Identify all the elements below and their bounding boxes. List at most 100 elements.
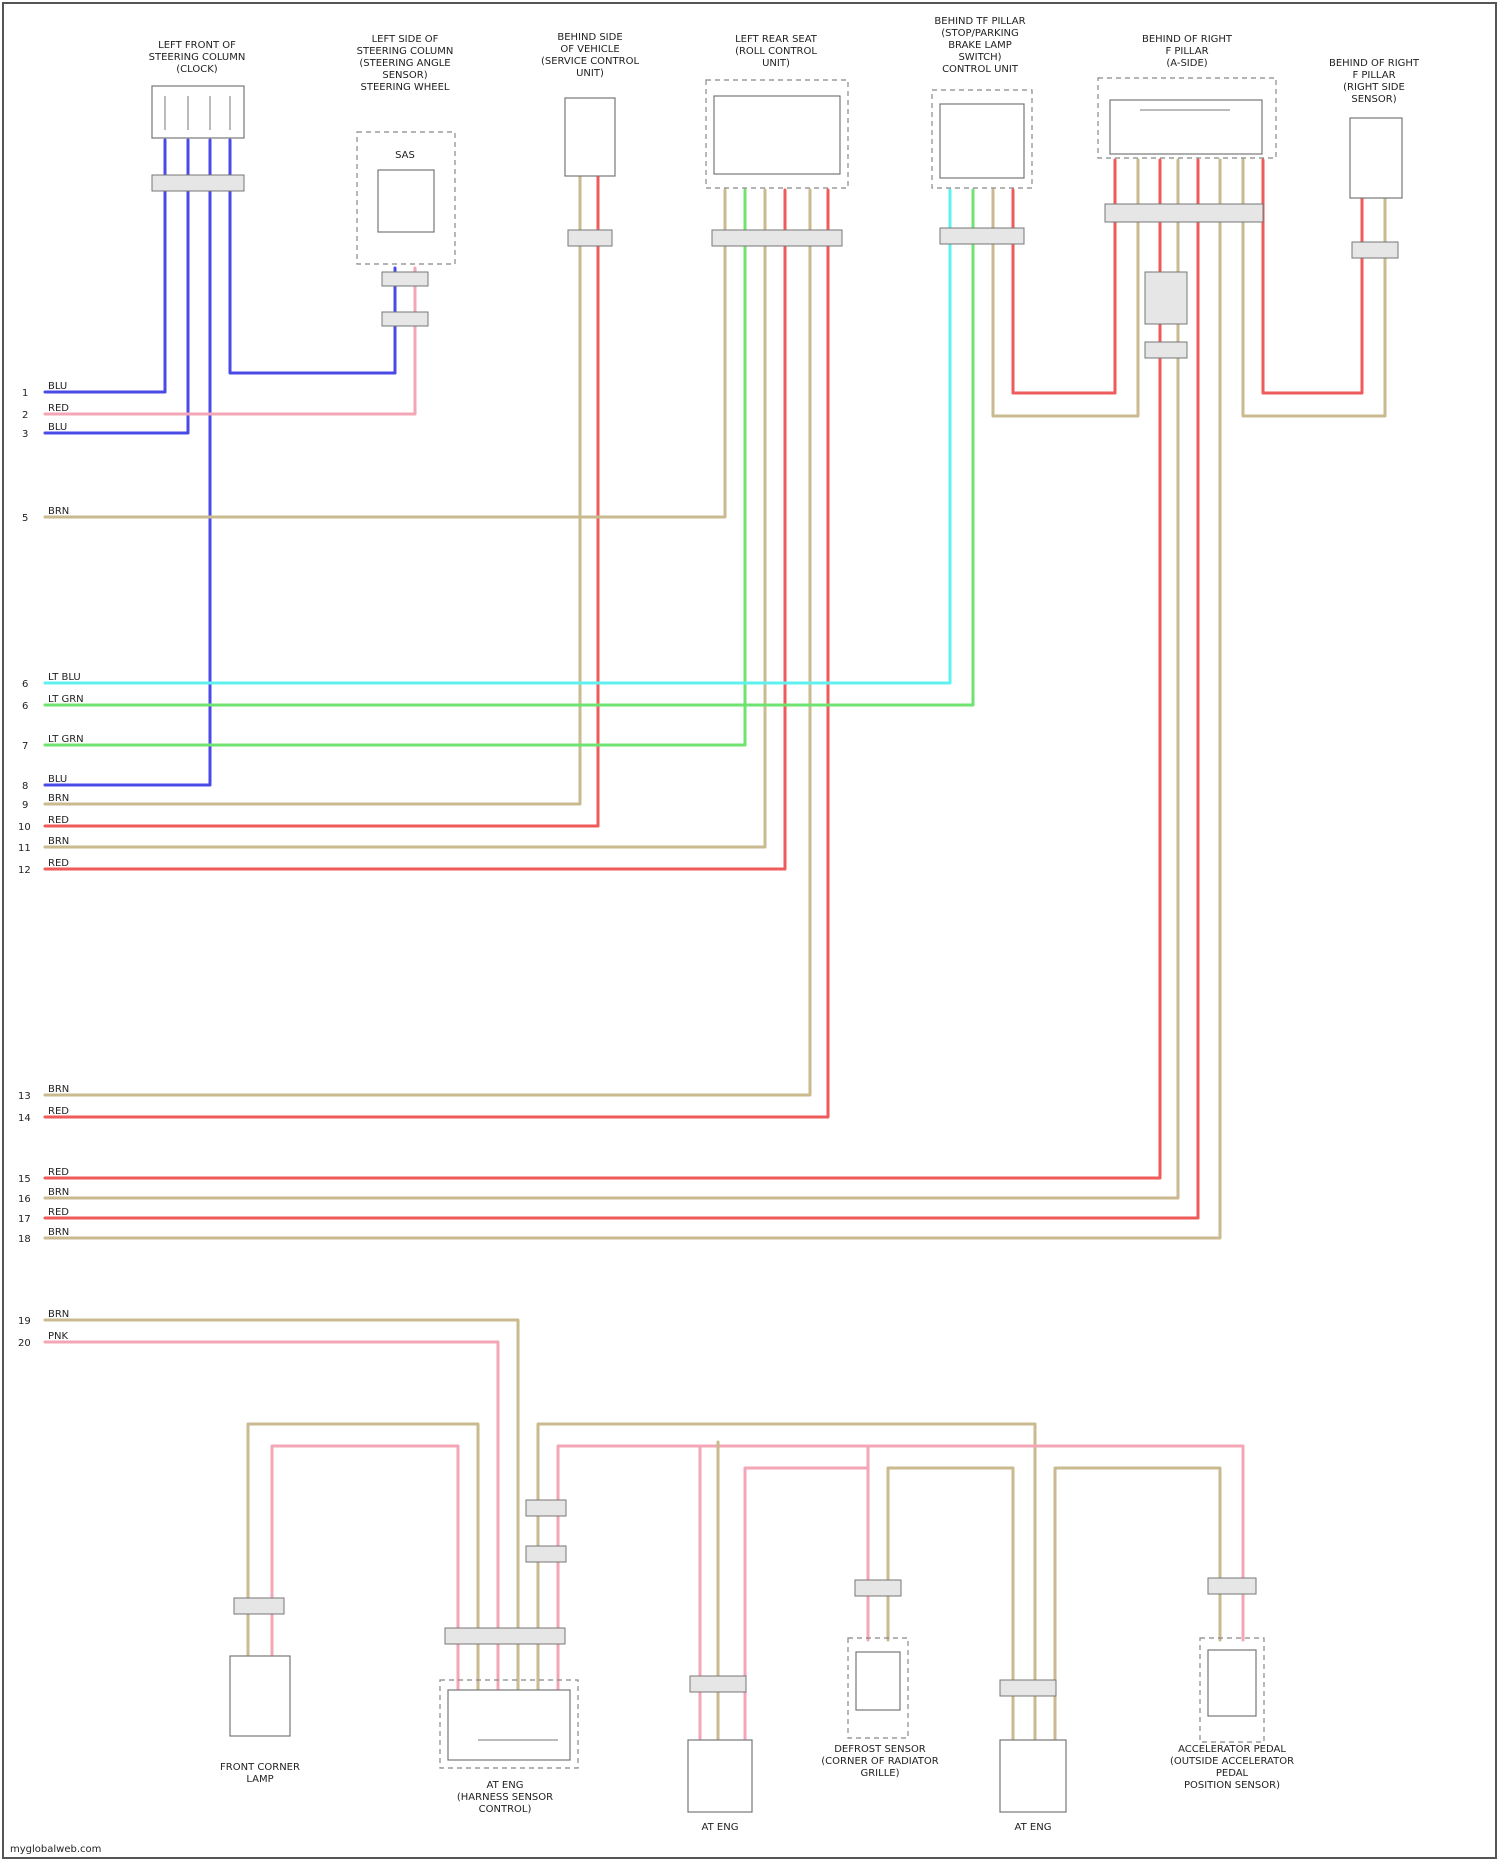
component-defrost-sensor: DEFROST SENSOR(CORNER OF RADIATORGRILLE) (821, 1580, 939, 1779)
component-label: BEHIND OF RIGHT (1142, 34, 1233, 45)
connector-plug (1352, 242, 1398, 258)
wire-b6-brn (1055, 1468, 1220, 1740)
connector-plug (445, 1628, 565, 1644)
wire-label: BRN (48, 836, 69, 847)
component-label: (STEERING ANGLE (359, 58, 450, 69)
wire-16-brn (45, 160, 1178, 1198)
connector-body (230, 1656, 290, 1736)
component-label: STEERING COLUMN (149, 52, 246, 63)
pin-number: 5 (22, 513, 28, 524)
wire-label: PNK (48, 1331, 69, 1342)
wire-b3-pnk2 (745, 1468, 868, 1742)
wire-label: RED (48, 1167, 69, 1178)
connector-plug (1105, 204, 1263, 222)
component-label: BEHIND TF PILLAR (934, 16, 1025, 27)
connector-body (448, 1690, 570, 1760)
wire-6-ltblu (45, 190, 950, 683)
connector-plug (152, 175, 244, 191)
connector-plug (712, 230, 842, 246)
pin-number: 8 (22, 781, 28, 792)
component-label: GRILLE) (860, 1768, 899, 1779)
wire-14-red (45, 190, 828, 1117)
wire-label: BRN (48, 1309, 69, 1320)
component-label: (OUTSIDE ACCELERATOR (1170, 1756, 1294, 1767)
wire-5-brn (45, 190, 725, 517)
connector-body (1208, 1650, 1256, 1716)
component-accelerator-pedal-sensor: ACCELERATOR PEDAL(OUTSIDE ACCELERATORPED… (1170, 1578, 1294, 1791)
connector-plug (568, 230, 612, 246)
connector-body (940, 104, 1024, 178)
connector-plug (855, 1580, 901, 1596)
pin-number: 16 (18, 1194, 31, 1205)
wire-b4-brn (888, 1468, 1013, 1740)
component-label: (STOP/PARKING (941, 28, 1019, 39)
component-label: OF VEHICLE (560, 44, 619, 55)
connector-body (1350, 118, 1402, 198)
component-label: (CORNER OF RADIATOR (821, 1756, 939, 1767)
connector-plug (940, 228, 1024, 244)
connector-plug (690, 1676, 746, 1692)
wire-label: LT BLU (48, 672, 81, 683)
wire-label: BRN (48, 1227, 69, 1238)
wire-label: RED (48, 1207, 69, 1218)
connector-body (378, 170, 434, 232)
wire-10-red (45, 170, 598, 826)
wire-label: BLU (48, 422, 67, 433)
component-label: BEHIND OF RIGHT (1329, 58, 1420, 69)
connector-body (714, 96, 840, 174)
connector-plug (382, 312, 428, 326)
connector-body (565, 98, 615, 176)
connector-body (856, 1652, 900, 1710)
wire-label: BLU (48, 774, 67, 785)
component-label: STEERING WHEEL (360, 82, 449, 93)
page-frame (3, 3, 1496, 1858)
component-inner-label: SAS (395, 150, 415, 161)
connector-plug (1000, 1680, 1056, 1696)
component-label: LEFT FRONT OF (158, 40, 236, 51)
footer-watermark: myglobalweb.com (10, 1844, 101, 1855)
component-label: POSITION SENSOR) (1184, 1780, 1280, 1791)
pin-number: 18 (18, 1234, 31, 1245)
component-label: F PILLAR (1165, 46, 1208, 57)
pin-number: 2 (22, 410, 28, 421)
pin-number: 3 (22, 429, 28, 440)
component-label: (HARNESS SENSOR (457, 1792, 553, 1803)
wire-8-blu (45, 140, 210, 785)
component-label: SENSOR) (1351, 94, 1396, 105)
wire-label: RED (48, 815, 69, 826)
connector-plug (1145, 342, 1187, 358)
wire-label: BRN (48, 1084, 69, 1095)
wire-b1-pnk (272, 1446, 458, 1690)
pin-number: 13 (18, 1091, 31, 1102)
connector-body (1000, 1740, 1066, 1812)
wire-17-red (45, 160, 1198, 1218)
connector-plug (234, 1598, 284, 1614)
pin-number: 6 (22, 701, 28, 712)
pin-number: 7 (22, 741, 28, 752)
component-label: (RIGHT SIDE (1343, 82, 1405, 93)
wire-9-brn (45, 170, 580, 804)
pin-number: 12 (18, 865, 31, 876)
wire-blu-to-sas (230, 140, 395, 373)
component-label: FRONT CORNER (220, 1762, 300, 1773)
component-label: CONTROL UNIT (942, 64, 1019, 75)
wire-label: BRN (48, 506, 69, 517)
pin-number: 9 (22, 800, 28, 811)
component-label: PEDAL (1216, 1768, 1249, 1779)
component-label: (A-SIDE) (1166, 58, 1207, 69)
wire-18-brn (45, 160, 1220, 1238)
connector-plug (1145, 272, 1187, 324)
wire-c5-red-c6 (1013, 160, 1115, 393)
pin-number: 20 (18, 1338, 31, 1349)
component-label: LEFT REAR SEAT (735, 34, 818, 45)
component-label: BRAKE LAMP (948, 40, 1012, 51)
